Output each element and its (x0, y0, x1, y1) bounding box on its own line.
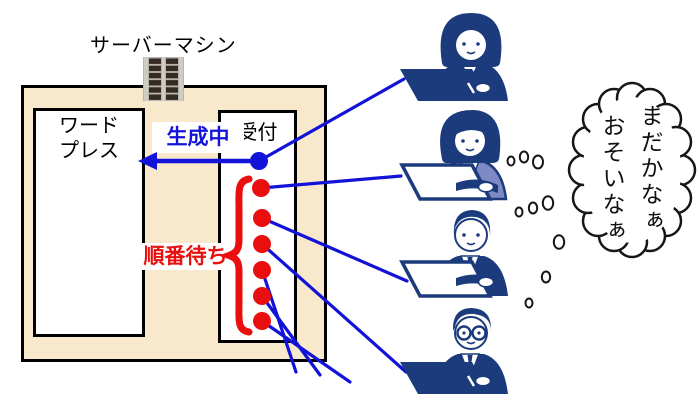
request-line-3 (260, 242, 408, 374)
laptop-icon (399, 260, 493, 298)
thought-bubble-text: まだかなぁ おそいなぁ (592, 104, 668, 264)
thought-bubble (567, 81, 697, 259)
waiting-dot-6 (253, 312, 271, 330)
laptop-icon (400, 362, 490, 394)
glasses-icon (456, 325, 487, 341)
request-line-5 (260, 294, 322, 377)
user-3-man (399, 210, 508, 298)
waiting-dot-4 (253, 261, 271, 279)
wordpress-box (33, 108, 145, 337)
waiting-dot-1 (252, 179, 270, 197)
server-rack-icon (143, 57, 184, 101)
request-line-1 (259, 174, 403, 190)
thought-trail (506, 150, 566, 309)
reception-label: 受付 (237, 122, 278, 144)
request-line-2 (260, 216, 409, 283)
thought-bubble-line2: おそいなぁ (599, 114, 624, 244)
wordpress-label-line1: ワード (59, 115, 119, 137)
user-1-woman-bob (400, 13, 508, 101)
request-line-processing (257, 77, 406, 163)
waiting-request-dots (252, 179, 271, 330)
wordpress-label: ワード プレス (36, 114, 142, 164)
request-line-6 (260, 319, 352, 384)
processing-request-dot (250, 152, 268, 170)
waiting-queue-label: 順番待ち (139, 243, 232, 270)
generating-label: 生成中 (152, 122, 244, 153)
server-machine-title: サーバーマシン (90, 35, 237, 57)
laptop-icon (400, 69, 490, 101)
generating-arrow (138, 152, 259, 170)
waiting-dot-3 (253, 235, 271, 253)
user-2-woman-cardigan (399, 109, 508, 201)
laptop-icon (399, 163, 493, 201)
request-lines (257, 77, 409, 384)
wordpress-label-line2: プレス (59, 140, 119, 162)
queue-brace (218, 175, 253, 336)
thought-bubble-line1: まだかなぁ (637, 104, 662, 234)
waiting-dot-2 (253, 209, 271, 227)
user-4-man-glasses (400, 308, 508, 394)
waiting-dot-5 (253, 287, 271, 305)
